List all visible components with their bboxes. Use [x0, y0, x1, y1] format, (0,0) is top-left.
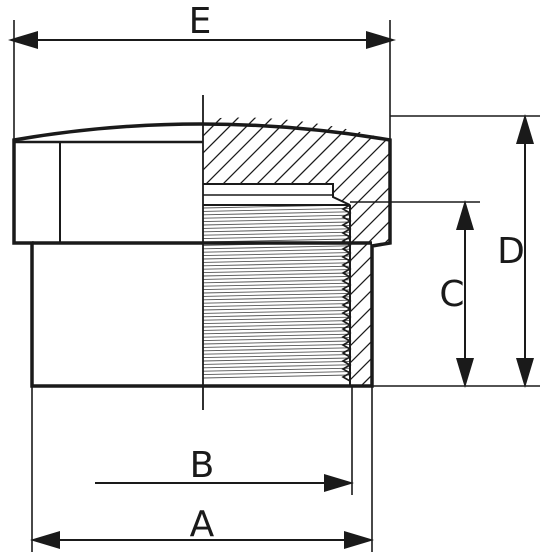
label-c: C — [439, 274, 464, 315]
internal-thread — [203, 205, 350, 379]
arrow-e-right — [366, 31, 396, 49]
hatch-line — [0, 100, 188, 400]
thread-line — [203, 286, 350, 291]
thread-line — [203, 343, 350, 348]
thread-line — [203, 354, 350, 359]
thread-line — [203, 282, 350, 287]
thread-line — [203, 316, 350, 321]
hatch-line — [449, 100, 541, 400]
hatch-line — [203, 117, 291, 386]
thread-line — [203, 374, 350, 379]
hatch-line — [0, 100, 154, 400]
thread-line — [203, 275, 350, 280]
thread-line — [203, 235, 350, 240]
thread-line — [203, 221, 350, 226]
hatch-line — [203, 117, 325, 386]
thread-line — [203, 303, 350, 308]
hatch-line — [203, 117, 274, 386]
arrow-e-left — [8, 31, 38, 49]
thread-line — [203, 245, 350, 250]
section-hatching — [0, 100, 541, 400]
thread-line — [203, 313, 350, 318]
arrow-c-top — [456, 200, 474, 230]
thread-line — [203, 211, 350, 216]
thread-line — [203, 326, 350, 331]
hatch-line — [227, 117, 390, 386]
cap-outline — [12, 122, 392, 388]
thread-line — [203, 367, 350, 372]
thread-line — [203, 214, 350, 219]
thread-line — [203, 258, 350, 263]
hatch-line — [312, 117, 390, 386]
thread-line — [203, 306, 350, 311]
hatch-line — [0, 100, 171, 400]
thread-line — [203, 309, 350, 314]
thread-line — [203, 262, 350, 267]
thread-line — [203, 360, 350, 365]
arrow-d-bottom — [516, 358, 534, 388]
thread-line — [203, 218, 350, 223]
thread-line — [203, 357, 350, 362]
thread-line — [203, 296, 350, 301]
thread-line — [203, 347, 350, 352]
thread-line — [203, 364, 350, 369]
thread-line — [203, 228, 350, 233]
hatch-line — [0, 100, 137, 400]
thread-line — [203, 340, 350, 345]
label-e: E — [189, 1, 212, 42]
hatch-line — [203, 117, 390, 386]
label-b: B — [190, 445, 215, 486]
thread-line — [203, 224, 350, 229]
thread-line — [203, 337, 350, 342]
hatch-line — [203, 117, 390, 386]
hatch-line — [203, 117, 308, 386]
arrow-b-right — [324, 474, 354, 492]
thread-line — [203, 320, 350, 325]
arrow-a-left — [30, 531, 60, 549]
thread-line — [203, 207, 350, 212]
thread-line — [203, 231, 350, 236]
arrow-d-top — [516, 114, 534, 144]
arrow-c-bottom — [456, 358, 474, 388]
thread-line — [203, 371, 350, 376]
thread-line — [203, 255, 350, 260]
arrow-a-right — [344, 531, 374, 549]
thread-line — [203, 333, 350, 338]
thread-line — [203, 265, 350, 270]
thread-line — [203, 279, 350, 284]
thread-line — [203, 269, 350, 274]
thread-line — [203, 330, 350, 335]
hatch-line — [203, 117, 342, 386]
thread-line — [203, 289, 350, 294]
thread-line — [203, 252, 350, 257]
hatch-line — [203, 117, 257, 386]
thread-line — [203, 299, 350, 304]
label-a: A — [190, 504, 215, 545]
thread-line — [203, 248, 350, 253]
label-d: D — [497, 231, 525, 272]
thread-line — [203, 323, 350, 328]
thread-line — [203, 350, 350, 355]
thread-line — [203, 292, 350, 297]
thread-line — [203, 272, 350, 277]
